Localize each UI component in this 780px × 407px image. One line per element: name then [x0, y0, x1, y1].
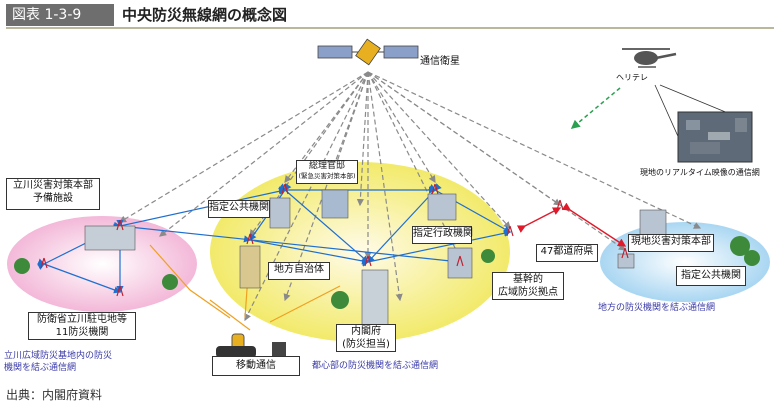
box-mobile-comm: 移動通信 — [212, 356, 300, 376]
box-onsite-hq: 現地災害対策本部 — [628, 234, 714, 252]
box-tachikawa-hq: 立川災害対策本部 予備施設 — [6, 178, 100, 210]
designated-admin-org-label: 指定行政機関 — [413, 228, 473, 239]
caption-tachikawa-network: 立川広域防災基地内の防災 機関を結ぶ通信網 — [4, 350, 112, 374]
caption-tachikawa-line2: 機関を結ぶ通信網 — [4, 362, 112, 374]
box-mod-tachikawa: 防衛省立川駐屯地等 11防災機関 — [28, 312, 136, 340]
aerial-photo — [678, 112, 752, 162]
base-wide-area-line2: 広域防災拠点 — [493, 286, 563, 299]
box-designated-public-org-right: 指定公共機関 — [676, 266, 746, 286]
tachikawa-hq-line2: 予備施設 — [7, 192, 99, 205]
designated-public-org-right-label: 指定公共機関 — [681, 270, 741, 281]
source-note: 出典：内閣府資料 — [6, 386, 102, 403]
box-prefectures-47: 47都道府県 — [536, 244, 598, 262]
caption-urban-network: 都心部の防災機関を結ぶ通信網 — [312, 360, 438, 372]
tachikawa-hq-line1: 立川災害対策本部 — [7, 179, 99, 192]
box-designated-admin-org: 指定行政機関 — [412, 226, 472, 244]
cabinet-office-line2: (防災担当) — [337, 338, 395, 351]
base-links — [525, 208, 625, 246]
box-cabinet-office: 内閣府 (防災担当) — [336, 324, 396, 352]
base-wide-area-line1: 基幹的 — [493, 273, 563, 286]
label-helicopter: ヘリテレ — [616, 72, 648, 83]
prefectures-47-label: 47都道府県 — [541, 246, 594, 257]
satellite-icon — [318, 39, 418, 65]
onsite-hq-label: 現地災害対策本部 — [631, 236, 711, 247]
mod-tachikawa-line1: 防衛省立川駐屯地等 — [29, 313, 135, 326]
cabinet-secretariat-line1: 総理官邸 — [297, 161, 357, 172]
cabinet-secretariat-line2: (緊急災害対策本部) — [297, 172, 357, 181]
mod-tachikawa-line2: 11防災機関 — [29, 326, 135, 339]
box-cabinet-secretariat: 総理官邸 (緊急災害対策本部) — [296, 160, 358, 184]
cabinet-office-line1: 内閣府 — [337, 325, 395, 338]
box-base-wide-area: 基幹的 広域防災拠点 — [492, 272, 564, 300]
label-satellite: 通信衛星 — [420, 52, 460, 67]
caption-tachikawa-line1: 立川広域防災基地内の防災 — [4, 350, 112, 362]
box-local-government: 地方自治体 — [268, 262, 330, 280]
caption-regional-network: 地方の防災機関を結ぶ通信網 — [598, 302, 715, 314]
local-government-label: 地方自治体 — [274, 264, 324, 275]
label-realtime-video: 現地のリアルタイム映像の通信網 — [640, 167, 760, 178]
mobile-comm-label: 移動通信 — [236, 360, 276, 371]
designated-public-org-left-label: 指定公共機関 — [209, 202, 269, 213]
helicopter-icon — [622, 49, 676, 67]
helicopter-link — [572, 88, 620, 128]
box-designated-public-org-left: 指定公共機関 — [208, 200, 270, 218]
